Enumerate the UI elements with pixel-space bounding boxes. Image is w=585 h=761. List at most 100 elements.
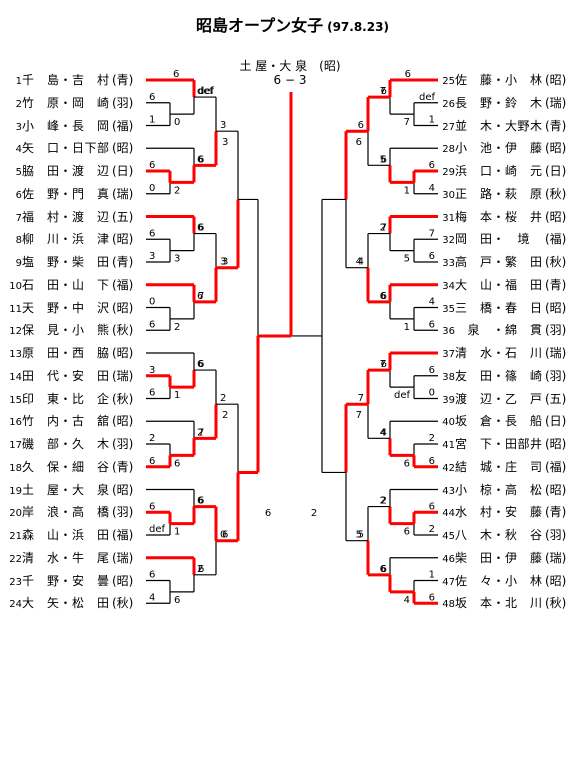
entry-names: 保 見・小 熊 bbox=[22, 323, 110, 338]
entry-row: 41宮 下・田部井(昭) bbox=[433, 436, 571, 452]
score-label: 0 bbox=[220, 530, 226, 541]
seed-number: 27 bbox=[442, 121, 455, 133]
entry-names: 水 村・安 藤 bbox=[455, 505, 543, 520]
entry-names: 柳 川・浜 津 bbox=[22, 232, 110, 247]
entry-row: 21森 山・浜 田(福) bbox=[0, 527, 138, 543]
entry-row: 35三 橋・春 日(昭) bbox=[433, 300, 571, 316]
entry-club: (昭) bbox=[545, 209, 567, 224]
seed-number: 2 bbox=[15, 98, 22, 110]
entry-row: 43小 椋・高 松(昭) bbox=[433, 482, 571, 498]
score-label: 6 bbox=[197, 291, 203, 302]
score-label: 6 bbox=[198, 359, 204, 370]
score-label: 6 bbox=[173, 69, 179, 80]
score-label: 6 bbox=[198, 154, 204, 165]
score-label: 6 bbox=[381, 86, 387, 97]
entry-club: (昭) bbox=[112, 141, 134, 156]
score-label: def bbox=[198, 86, 215, 97]
seed-number: 15 bbox=[9, 394, 22, 406]
entry-names: 田 代・安 田 bbox=[22, 368, 110, 383]
entry-club: (昭) bbox=[545, 300, 567, 315]
score-label: 6 bbox=[265, 508, 271, 519]
entry-row: 25佐 藤・小 林(昭) bbox=[433, 72, 571, 88]
score-label: 2 bbox=[220, 393, 226, 404]
entry-names: 脇 田・渡 辺 bbox=[22, 164, 110, 178]
final-score: 6 − 3 bbox=[273, 73, 307, 87]
entry-row: 29浜 口・崎 元(日) bbox=[433, 163, 571, 179]
seed-number: 9 bbox=[15, 258, 22, 269]
entry-names: 原 田・西 脇 bbox=[22, 346, 110, 360]
entry-club: (羽) bbox=[112, 505, 134, 520]
entry-names: 長 野・鈴 木 bbox=[455, 95, 543, 110]
entry-row: 26長 野・鈴 木(瑞) bbox=[433, 95, 571, 111]
seed-number: 12 bbox=[9, 326, 22, 338]
entry-names: 梅 本・桜 井 bbox=[455, 209, 543, 224]
entry-club: (日) bbox=[545, 164, 567, 178]
score-label: 2 bbox=[222, 410, 228, 421]
entry-row: 15印 東・比 企(秋) bbox=[0, 391, 138, 407]
entry-names: 千 野・安 曇 bbox=[22, 573, 110, 588]
score-label: 1 bbox=[174, 527, 180, 538]
entry-names: 八 木・秋 谷 bbox=[455, 528, 543, 542]
score-label: 4 bbox=[381, 427, 387, 438]
entry-club: (秋) bbox=[112, 391, 134, 406]
entry-names: 大 山・福 田 bbox=[455, 277, 543, 292]
entry-names: 土 屋・大 泉 bbox=[22, 482, 110, 497]
entry-names: 岸 浪・高 橋 bbox=[22, 505, 110, 520]
entry-row: 23千 野・安 曇(昭) bbox=[0, 573, 138, 589]
entry-club: (瑞) bbox=[112, 186, 134, 201]
entry-row: 16竹 内・古 舘(昭) bbox=[0, 413, 138, 429]
score-label: 6 bbox=[222, 530, 228, 541]
score-label: 6 bbox=[429, 319, 435, 330]
entry-row: 28小 池・伊 藤(昭) bbox=[433, 140, 571, 156]
champion-names: 土 屋・大 泉 bbox=[239, 59, 308, 73]
seed-number: 44 bbox=[442, 508, 455, 520]
entry-row: 9塩 野・柴 田(青) bbox=[0, 254, 138, 270]
score-label: 6 bbox=[149, 501, 155, 512]
score-label: 4 bbox=[356, 257, 362, 268]
score-label: 6 bbox=[381, 291, 387, 302]
entry-row: 20岸 浪・高 橋(羽) bbox=[0, 504, 138, 520]
entry-row: 33高 戸・繁 田(秋) bbox=[433, 254, 571, 270]
seed-number: 45 bbox=[442, 531, 455, 542]
entry-row: 36 泉 ・綿 貫(羽) bbox=[433, 322, 571, 338]
score-label: 6 bbox=[404, 527, 410, 538]
score-label: 6 bbox=[404, 458, 410, 469]
score-label: 2 bbox=[311, 508, 317, 519]
score-label: 6 bbox=[149, 388, 155, 399]
score-label: 2 bbox=[429, 433, 435, 444]
score-label: 2 bbox=[380, 223, 386, 234]
entry-names: 並 木・大野木 bbox=[455, 118, 543, 133]
score-label: 7 bbox=[429, 228, 435, 239]
score-label: 6 bbox=[197, 496, 203, 507]
entry-row: 48坂 本・北 川(秋) bbox=[433, 595, 571, 611]
entry-names: 竹 内・古 舘 bbox=[22, 414, 110, 429]
score-label: 4 bbox=[404, 595, 410, 606]
score-label: 0 bbox=[429, 388, 435, 399]
score-label: 3 bbox=[149, 251, 155, 262]
entry-row: 2竹 原・岡 崎(羽) bbox=[0, 95, 138, 111]
seed-number: 31 bbox=[442, 212, 455, 224]
entry-club: (昭) bbox=[112, 414, 134, 429]
entry-names: 福 村・渡 辺 bbox=[22, 209, 110, 224]
seed-number: 39 bbox=[442, 394, 455, 406]
entry-club: (羽) bbox=[112, 95, 134, 110]
score-label: 6 bbox=[429, 251, 435, 262]
entry-names: 千 島・吉 村 bbox=[22, 73, 110, 87]
score-label: 4 bbox=[358, 257, 364, 268]
seed-number: 26 bbox=[442, 98, 455, 110]
score-label: 7 bbox=[358, 393, 364, 404]
entry-club: (福) bbox=[112, 118, 134, 133]
score-label: 4 bbox=[429, 297, 435, 308]
score-label: 1 bbox=[404, 185, 410, 196]
seed-number: 4 bbox=[15, 144, 22, 156]
entry-row: 34大 山・福 田(青) bbox=[433, 277, 571, 293]
date-text: (97.8.23) bbox=[327, 20, 389, 34]
seed-number: 13 bbox=[9, 349, 22, 360]
score-label: 3 bbox=[149, 365, 155, 376]
entry-club: (秋) bbox=[112, 323, 134, 338]
entry-club: (昭) bbox=[112, 482, 134, 497]
score-label: 3 bbox=[174, 254, 180, 265]
score-label: def bbox=[149, 524, 166, 535]
score-label: 6 bbox=[405, 69, 411, 80]
entry-row: 40坂 倉・長 船(日) bbox=[433, 413, 571, 429]
